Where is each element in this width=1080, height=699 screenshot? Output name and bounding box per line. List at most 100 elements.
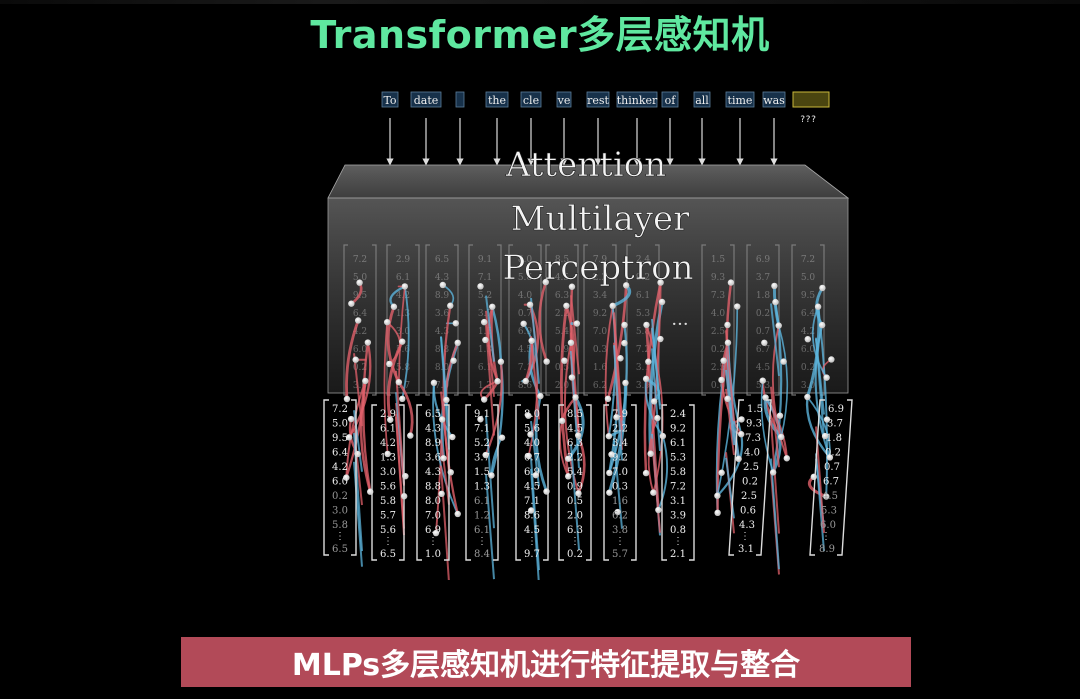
neuron-node — [575, 490, 582, 497]
token-11: time — [725, 91, 755, 108]
cell-value: 0.8 — [670, 525, 686, 536]
cell-value: 5.6 — [380, 482, 396, 493]
token-label: rest — [587, 94, 609, 107]
cell-value: 6.1 — [380, 424, 396, 435]
weight-line — [725, 369, 735, 446]
cell-value: 6.9 — [828, 404, 844, 415]
neuron-node — [647, 450, 654, 457]
weight-line — [613, 345, 623, 461]
token-box — [520, 91, 542, 108]
neuron-column-7 — [604, 282, 632, 529]
neuron-node — [780, 358, 787, 365]
weight-line — [815, 337, 825, 438]
bracket-right — [756, 399, 772, 556]
neuron-node — [818, 321, 826, 329]
weight-positive — [386, 340, 404, 421]
weight-line — [570, 295, 580, 375]
neuron-node — [804, 335, 812, 343]
token-box — [586, 91, 610, 108]
token-label: the — [488, 94, 506, 107]
cell-value: 4.5 — [567, 424, 583, 435]
weight-positive — [362, 342, 372, 492]
neuron-node — [714, 509, 721, 517]
neuron-node — [761, 339, 768, 346]
neuron-node — [568, 283, 576, 290]
neuron-node — [828, 356, 835, 363]
cell-value: 6.5 — [380, 549, 396, 560]
token-label: To — [383, 94, 396, 107]
weight-positive — [345, 380, 367, 478]
weight-line — [570, 444, 580, 550]
layer-label-2: Multilayer — [511, 199, 691, 239]
cell-value: 0.9 — [567, 482, 583, 493]
neuron-node — [819, 284, 826, 292]
front-vector-10: 6.93.71.80.20.76.74.55.36.0⋮8.9 — [809, 399, 853, 556]
weight-line — [440, 439, 450, 505]
vdots: ⋮ — [477, 536, 487, 547]
token-label: thinker — [617, 94, 658, 107]
cell-value: 4.5 — [524, 525, 540, 536]
weight-negative — [805, 396, 831, 459]
neuron-node — [452, 320, 459, 327]
cell-value: 5.8 — [332, 520, 348, 531]
cell-value: 8.5 — [567, 409, 583, 420]
vdots: ⋮ — [383, 536, 393, 547]
neuron-node — [438, 416, 446, 423]
cell-value: 2.2 — [612, 424, 628, 435]
cell-value: 1.3 — [380, 453, 396, 464]
cell-value: 0.7 — [824, 462, 840, 473]
neuron-node — [450, 357, 457, 364]
cell-value: 6.3 — [567, 525, 583, 536]
weight-line — [770, 303, 780, 377]
weight-line — [353, 353, 363, 427]
neuron-node — [804, 393, 811, 401]
neuron-node — [384, 450, 391, 458]
neuron-node — [399, 338, 406, 345]
front-vector-7: 7.92.23.49.27.00.31.66.23.8⋮5.7 — [603, 404, 637, 561]
weight-line — [815, 453, 825, 552]
vdots: ⋮ — [570, 536, 580, 547]
weight-negative — [772, 285, 781, 326]
weight-positive — [442, 305, 459, 515]
front-vectors: 7.25.09.56.44.26.00.23.05.8⋮6.52.96.14.2… — [323, 399, 853, 561]
neuron-node — [482, 336, 489, 344]
bracket-left — [809, 399, 825, 556]
neuron-node — [480, 396, 488, 403]
weight-line — [440, 336, 450, 450]
token-label: was — [763, 94, 785, 107]
cell-value: 1.5 — [474, 467, 490, 478]
cell-value: 7.2 — [332, 404, 348, 415]
neuron-node — [558, 417, 566, 425]
bracket-right — [351, 399, 357, 556]
placeholder-label: ??? — [800, 115, 816, 125]
weight-negative — [716, 434, 744, 497]
cell-value: 7.9 — [612, 409, 628, 420]
neuron-node — [621, 339, 628, 347]
cell-value: 5.4 — [567, 467, 583, 478]
cell-value: 2.0 — [567, 511, 583, 522]
neuron-node — [642, 469, 650, 477]
neuron-node — [642, 375, 650, 383]
cell-value: 4.2 — [380, 438, 396, 449]
cell-value: 1.2 — [474, 511, 490, 522]
neuron-node — [609, 302, 616, 310]
bracket-left — [515, 404, 521, 561]
cell-value: 9.1 — [474, 409, 490, 420]
weight-line — [770, 386, 780, 468]
cell-value: 8.9 — [425, 438, 441, 449]
weight-negative — [814, 324, 831, 458]
cell-value: 2.1 — [670, 549, 686, 560]
neuron-node — [621, 321, 628, 329]
cell-value: 3.4 — [612, 438, 628, 449]
neuron-node — [659, 432, 667, 440]
weight-negative — [806, 396, 831, 458]
cell-value: 6.9 — [524, 467, 540, 478]
token-label: time — [728, 94, 753, 107]
weight-line — [530, 297, 540, 384]
weight-line — [440, 391, 450, 473]
neuron-node — [724, 395, 731, 403]
neuron-node — [439, 281, 447, 289]
token-box — [661, 91, 679, 108]
cell-value: 3.9 — [670, 511, 686, 522]
weight-positive — [604, 305, 614, 437]
